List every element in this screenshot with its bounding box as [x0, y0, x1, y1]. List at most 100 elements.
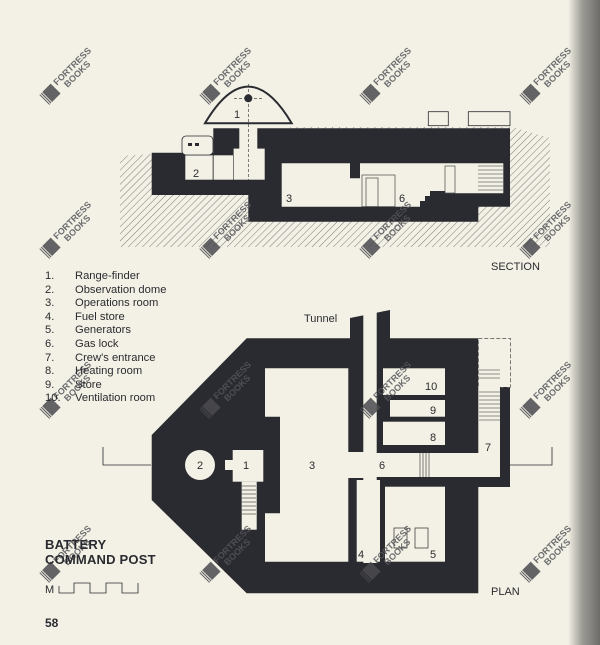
castle-logo-icon: [39, 561, 61, 583]
legend-number: 4.: [45, 310, 55, 323]
room-2-section: [184, 154, 214, 181]
room-7-entrance: [478, 387, 500, 477]
castle-logo-icon: [359, 397, 381, 419]
page-number: 58: [45, 616, 59, 630]
entrance-stairs-section: [478, 165, 503, 191]
legend: 1. Range-finder 2. Observation dome 3. Operat…: [45, 270, 166, 406]
castle-logo-icon: [39, 397, 61, 419]
room-5-generators: [385, 486, 445, 562]
scale-unit: M: [45, 584, 54, 596]
legend-number: 8.: [45, 365, 55, 378]
room-2-dome: [185, 450, 215, 480]
legend-item: 3. Operations room: [45, 297, 166, 311]
rangefinder-icon: [244, 94, 253, 103]
plan-drawing: Tunnel 1 2 3 4 5 6 7 8 9 10 PLAN: [102, 305, 553, 598]
section-room-6: 6: [399, 193, 405, 205]
room-1-rangefinder: [232, 450, 264, 482]
gas-door: [444, 165, 456, 194]
plan-room-5: 5: [430, 549, 436, 561]
door-frame: [361, 174, 396, 208]
legend-item: 4. Fuel store: [45, 311, 166, 325]
castle-logo-icon: [199, 397, 221, 419]
plan-room-1: 1: [243, 460, 249, 472]
roof-vent-1: [427, 111, 449, 127]
room-3-operations: [265, 368, 349, 562]
castle-logo-icon: [199, 237, 221, 259]
legend-number: 10.: [45, 392, 61, 405]
roof-vent-2: [467, 111, 511, 127]
legend-number: 9.: [45, 378, 55, 391]
castle-logo-icon: [359, 83, 381, 105]
room-6-gaslock: [363, 453, 500, 477]
legend-item: 8. Heating room: [45, 365, 166, 379]
plan-room-10: 10: [425, 381, 437, 393]
legend-label: Observation dome: [75, 283, 167, 296]
castle-logo-icon: [39, 83, 61, 105]
dome-passage: [225, 460, 235, 470]
castle-logo-icon: [359, 561, 381, 583]
shaft-base-left: [213, 154, 234, 181]
stair-treads: [242, 485, 256, 515]
section-room-2: 2: [193, 168, 199, 180]
legend-item: 5. Generators: [45, 324, 166, 338]
vent-detail: [195, 143, 199, 146]
legend-label: Range-finder: [75, 270, 140, 282]
plan-room-7: 7: [485, 442, 491, 454]
room-4-fuel: [356, 480, 380, 562]
castle-logo-icon: [519, 397, 541, 419]
vent-detail: [188, 143, 192, 146]
generator: [414, 527, 429, 549]
legend-item: 2. Observation dome: [45, 284, 166, 298]
gaslock-steps: [419, 453, 430, 477]
castle-logo-icon: [39, 237, 61, 259]
plan-room-3: 3: [309, 460, 315, 472]
legend-label: Fuel store: [75, 310, 125, 323]
legend-label: Store: [75, 378, 102, 391]
legend-label: Heating room: [75, 365, 143, 378]
plan-label: PLAN: [491, 586, 520, 598]
room-8-heating: [383, 421, 445, 445]
castle-logo-icon: [519, 83, 541, 105]
entrance-stair-outline: [477, 337, 511, 388]
legend-label: Gas lock: [75, 337, 119, 350]
tunnel-label: Tunnel: [304, 313, 337, 325]
legend-item: 10.Ventilation room: [45, 392, 166, 406]
plan-room-2: 2: [197, 460, 203, 472]
legend-number: 1.: [45, 270, 55, 282]
legend-label: Operations room: [75, 297, 159, 310]
legend-number: 7.: [45, 351, 55, 364]
plan-room-6: 6: [379, 460, 385, 472]
section-room-3: 3: [286, 193, 292, 205]
castle-logo-icon: [199, 561, 221, 583]
legend-label: Generators: [75, 324, 131, 337]
legend-number: 5.: [45, 324, 55, 337]
door: [365, 177, 379, 208]
legend-number: 2.: [45, 283, 55, 296]
entrance-stairs-plan: [479, 369, 500, 421]
castle-logo-icon: [199, 83, 221, 105]
legend-label: Crew's entrance: [75, 351, 156, 364]
plan-room-4: 4: [358, 549, 364, 561]
shaft-base-right: [233, 148, 266, 181]
castle-logo-icon: [519, 237, 541, 259]
plan-room-9: 9: [430, 405, 436, 417]
generator: [393, 527, 408, 549]
room-9-store: [390, 400, 445, 417]
legend-number: 3.: [45, 297, 55, 310]
scale-bar: M: [45, 582, 139, 596]
plan-room-8: 8: [430, 432, 436, 444]
drawing-title: BATTERY COMMAND POST: [45, 537, 156, 567]
section-cut-markers: [102, 447, 553, 466]
castle-logo-icon: [519, 561, 541, 583]
legend-number: 6.: [45, 337, 55, 350]
section-room-1: 1: [234, 109, 240, 121]
room-10-ventilation: [383, 368, 445, 395]
section-label: SECTION: [491, 261, 540, 273]
